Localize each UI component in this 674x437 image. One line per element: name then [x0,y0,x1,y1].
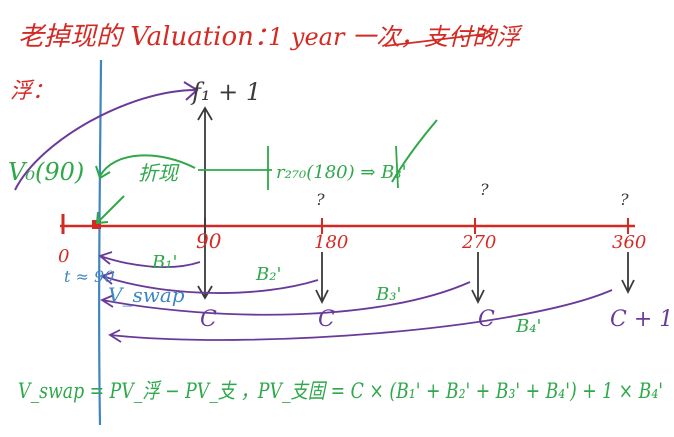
question-360: ? [620,190,629,209]
discount-curve-180 [100,271,319,294]
coupon-270: C [478,307,495,332]
v0-to-f1-curve [14,81,199,191]
discount-curve-90 [98,251,201,269]
coupon-90: C [200,307,217,332]
tick-label-180: 180 [314,232,348,253]
label-v0: V₀(90) [8,158,84,186]
cashflow-arrow-270 [471,252,485,305]
label-vswap: V_swap [108,283,185,307]
swap-formula: V_swap = PV_浮 − PV_支 ，PV_支固 = C × (B₁' +… [18,379,663,403]
marker-pointer [95,195,125,225]
label-r270: r₂₇₀(180) ⇒ B₃' [276,162,407,183]
question-270: ? [480,180,489,199]
label-b2: B₂' [255,264,281,285]
discount-curve-360 [108,289,613,343]
header-strike [384,27,496,47]
coupon-360: C + 1 [610,307,673,332]
label-discount: 折现 [138,161,180,185]
tick-label-0: 0 [58,246,69,267]
current-time-line [98,59,103,426]
r270-pointer [391,119,438,183]
tick-label-90: 90 [196,229,222,253]
page-subtitle: 1 year 一次，支付的浮 [268,23,523,51]
coupon-180: C [318,307,335,332]
question-180: ? [316,190,325,209]
label-f1: f₁ + 1 [190,78,261,106]
label-current-time: t ≈ 90 [64,267,114,286]
current-time-marker [92,220,101,229]
label-b1: B₁' [151,252,177,273]
cashflow-arrow-360 [621,252,635,295]
discount-curve-270 [100,281,471,316]
tick-label-270: 270 [461,232,496,253]
discount-arc [95,154,196,180]
header-continuation: 浮： [10,79,54,104]
label-b4: B₄' [515,316,541,337]
tick-label-360: 360 [612,232,646,253]
cashflow-arrow-180 [315,252,329,305]
label-b3: B₃' [375,284,401,305]
r270-bracket [267,145,399,190]
cashflow-arrow-90 [197,106,213,300]
page-title: 老掉现的 Valuation： [18,22,280,52]
